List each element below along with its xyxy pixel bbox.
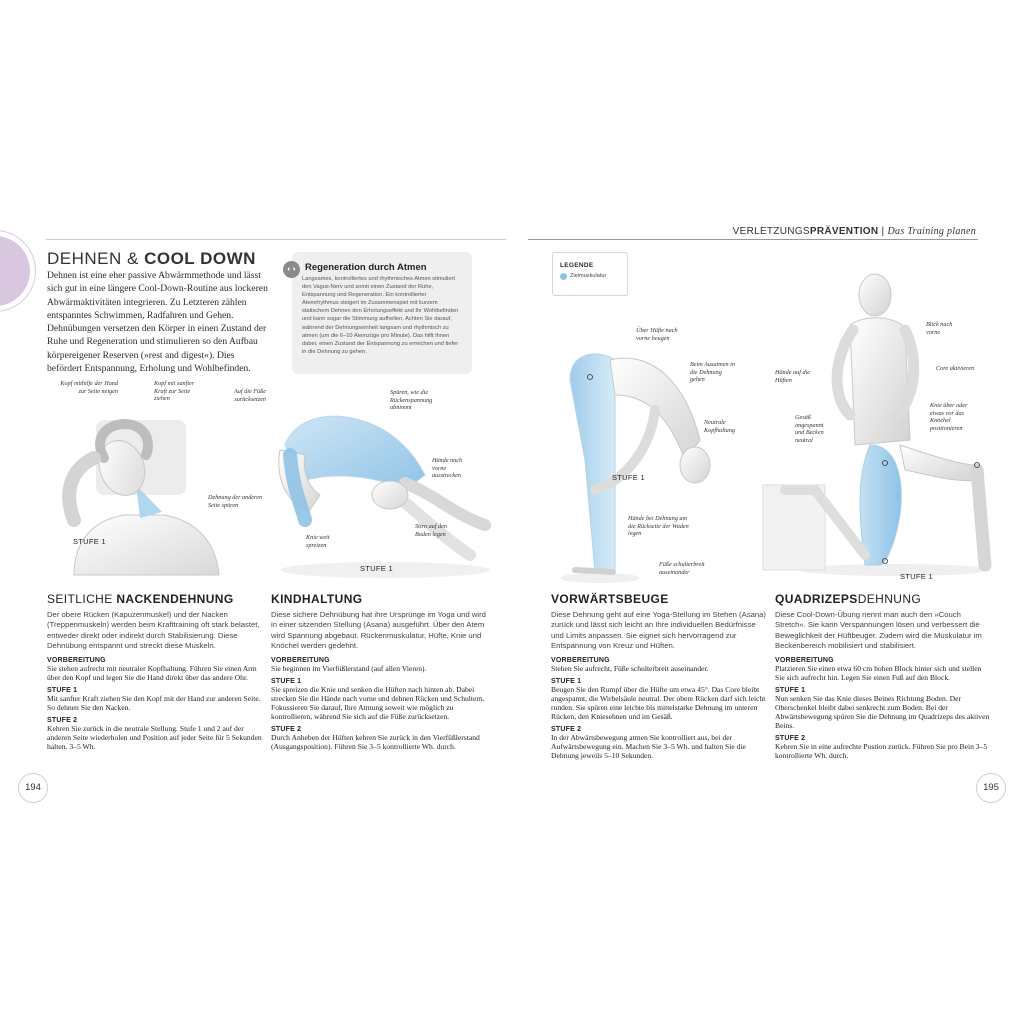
section-heading: STUFE 2	[271, 726, 302, 734]
forward-bend-illustration	[560, 353, 711, 583]
neck-label-1: Kopf mithilfe der Hand zur Seite neigen	[60, 380, 118, 395]
intro-paragraph: Dehnen ist eine eher passive Abwärmmetho…	[47, 270, 268, 375]
lung-icon: ◐◑	[283, 261, 300, 278]
column-title: SEITLICHE NACKENDEHNUNG	[47, 592, 234, 606]
column-intro: Der obere Rücken (Kapuzenmuskel) und der…	[47, 610, 260, 651]
column-forward-bend: VORWÄRTSBEUGE Diese Dehnung geht auf ein…	[551, 592, 769, 760]
section-text: Kehren Sie zurück in die neutrale Stellu…	[47, 724, 262, 752]
header-section-bold: PRÄVENTION	[809, 226, 879, 237]
section-heading: STUFE 2	[775, 735, 806, 743]
child-label-2: Spüren, wie die Rückenspannung abnimmt	[390, 389, 433, 412]
quad-label-2: Hände auf die Hüften	[775, 369, 811, 384]
legend-label: Zielmuskulatur	[570, 273, 607, 279]
column-intro: Diese Dehnung geht auf eine Yoga-Stellun…	[551, 610, 766, 651]
section-heading: STUFE 1	[551, 677, 582, 685]
quad-stretch-illustration	[762, 273, 992, 576]
section-heading: VORBEREITUNG	[775, 656, 834, 664]
page-number-left: 194	[18, 773, 48, 803]
info-box-text: Langsames, kontrolliertes und rhythmisch…	[302, 276, 459, 355]
childs-pose-illustration	[278, 415, 491, 578]
forward-stufe: STUFE 1	[612, 473, 645, 482]
column-title: KINDHALTUNG	[271, 592, 363, 606]
page-title-bold: COOL DOWN	[144, 249, 256, 268]
legend-swatch	[560, 273, 567, 280]
page-title: DEHNEN & COOL DOWN	[47, 249, 256, 269]
quad-stufe: STUFE 1	[900, 572, 933, 581]
section-heading: VORBEREITUNG	[271, 656, 330, 664]
section-text: Sie stehen aufrecht mit neutraler Kopfha…	[47, 663, 257, 682]
column-title: QUADRIZEPSDEHNUNG	[775, 592, 922, 606]
header-section-light: VERLETZUNGS	[732, 226, 810, 237]
section-heading: STUFE 2	[47, 717, 78, 724]
column-childs-pose: KINDHALTUNG Diese sichere Dehnübung hat …	[271, 592, 489, 751]
neck-label-3: Dehnung der anderen Seite spüren	[208, 494, 263, 509]
forward-label-2: Beim Ausatmen in die Dehnung gehen	[690, 361, 735, 384]
section-text: In der Abwärtsbewegung atmen Sie kontrol…	[551, 733, 746, 761]
forward-label-3: Neutrale Kopfhaltung	[704, 419, 735, 434]
section-heading: VORBEREITUNG	[551, 656, 610, 664]
column-neck-stretch: SEITLICHE NACKENDEHNUNG Der obere Rücken…	[47, 592, 265, 751]
header-separator: |	[881, 226, 885, 237]
section-text: Stehen Sie aufrecht, Füße schulterbreit …	[551, 663, 709, 673]
quad-label-4: Gesäß angespannt und Becken neutral	[795, 414, 824, 444]
section-text: Nun senken Sie das Knie dieses Beines Ri…	[775, 693, 990, 731]
child-label-1: Auf die Füße zurücksetzen	[234, 388, 266, 403]
neck-stufe: STUFE 1	[73, 537, 106, 546]
section-heading: STUFE 2	[551, 726, 582, 734]
column-intro: Diese sichere Dehnübung hat ihre Ursprün…	[271, 610, 486, 651]
quad-label-3: Core aktivieren	[936, 365, 975, 372]
info-box-title: Regeneration durch Atmen	[305, 262, 427, 273]
column-quad-stretch: QUADRIZEPSDEHNUNG Diese Cool-Down-Übung …	[775, 592, 993, 760]
section-heading: STUFE 1	[271, 677, 302, 685]
running-header: VERLETZUNGSPRÄVENTION | Das Training pla…	[560, 226, 976, 237]
left-page-rule	[46, 239, 506, 240]
column-title: VORWÄRTSBEUGE	[551, 592, 669, 606]
section-text: Beugen Sie den Rumpf über die Hüfte um e…	[551, 684, 766, 721]
child-stufe: STUFE 1	[360, 564, 393, 573]
page-title-light: DEHNEN &	[47, 249, 145, 268]
page-number-right: 195	[976, 773, 1006, 803]
neck-stretch-illustration	[62, 418, 220, 576]
section-text: Sie beginnen im Vierfüßlerstand (auf all…	[271, 663, 427, 673]
section-heading: VORBEREITUNG	[47, 656, 106, 664]
forward-label-1: Über Hüfte nach vorne beugen	[636, 327, 678, 342]
neck-label-2: Kopf mit sanfter Kraft zur Seite ziehen	[154, 380, 195, 403]
child-label-4: Stirn auf den Boden legen	[415, 523, 447, 538]
info-box	[292, 252, 472, 374]
quad-label-5: Knie über oder etwas vor das Knöchel pos…	[930, 402, 968, 432]
child-label-3: Hände nach vorne ausstrecken	[432, 457, 463, 480]
column-intro: Diese Cool-Down-Übung nennt man auch den…	[775, 610, 982, 651]
section-text: Sie spreizen die Knie und senken die Hüf…	[271, 684, 485, 721]
header-chapter: Das Training planen	[887, 226, 976, 237]
section-text: Kehren Sie in eine aufrechte Postion zur…	[775, 742, 988, 761]
header-rule	[528, 239, 978, 240]
quad-label-1: Blick nach vorne	[926, 321, 953, 336]
section-text: Durch Anheben der Hüften kehren Sie zurü…	[271, 733, 480, 752]
section-text: Mit sanfter Kraft ziehen Sie den Kopf mi…	[47, 693, 261, 712]
forward-label-5: Füße schulterbreit auseinander	[659, 561, 705, 576]
legend-box	[552, 252, 628, 296]
forward-label-4: Hände bei Dehnung um die Rückseite der W…	[628, 515, 689, 538]
legend-title: LEGENDE	[560, 262, 594, 269]
section-text: Platzieren Sie einen etwa 60 cm hohen Bl…	[775, 663, 982, 682]
section-heading: STUFE 1	[47, 686, 78, 694]
section-heading: STUFE 1	[775, 686, 806, 694]
child-label-5: Knie weit spreizen	[306, 534, 330, 549]
